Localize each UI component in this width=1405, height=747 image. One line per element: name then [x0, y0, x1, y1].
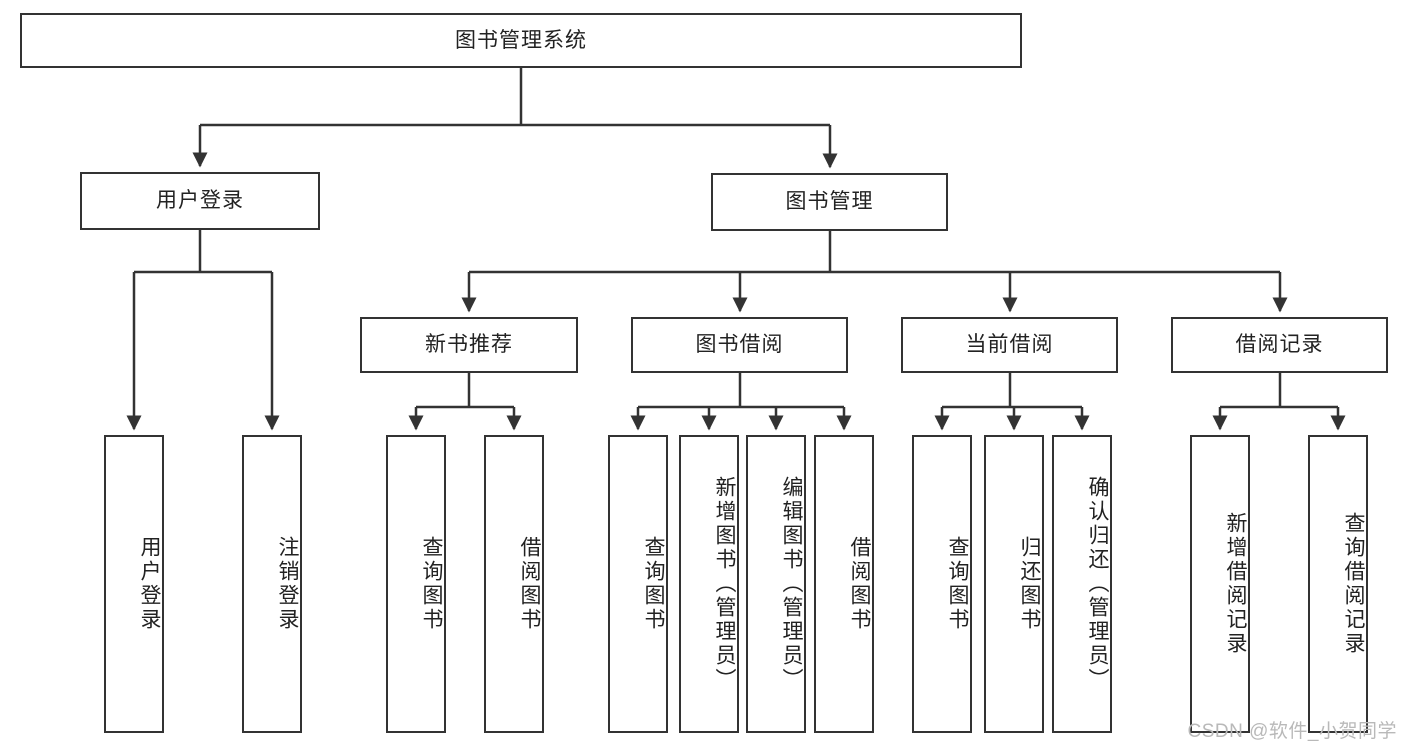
node-label: 新增图书（管理员）	[713, 476, 736, 692]
node-label: 查询借阅记录	[1342, 512, 1365, 656]
node-label: 用户登录	[138, 536, 161, 632]
node-label: 当前借阅	[965, 333, 1054, 357]
node-label: 编辑图书（管理员）	[780, 476, 803, 692]
level2-node-book-manage[interactable]: 图书管理	[711, 173, 948, 231]
node-label: 新书推荐	[425, 333, 513, 357]
node-label: 用户登录	[156, 189, 244, 213]
level3-node-current-borrow[interactable]: 当前借阅	[901, 317, 1118, 373]
level3-node-borrow-record[interactable]: 借阅记录	[1171, 317, 1388, 373]
node-label: 确认归还（管理员）	[1086, 476, 1109, 692]
leaf-node-leaf-query-record[interactable]: 查询借阅记录	[1308, 435, 1368, 733]
node-label: 图书借阅	[695, 333, 784, 357]
leaf-node-leaf-borrow-book-1[interactable]: 借阅图书	[484, 435, 544, 733]
leaf-node-leaf-add-book[interactable]: 新增图书（管理员）	[679, 435, 739, 733]
leaf-node-leaf-query-book-3[interactable]: 查询图书	[912, 435, 972, 733]
leaf-node-leaf-borrow-book-2[interactable]: 借阅图书	[814, 435, 874, 733]
leaf-node-leaf-query-book-2[interactable]: 查询图书	[608, 435, 668, 733]
leaf-node-leaf-add-record[interactable]: 新增借阅记录	[1190, 435, 1250, 733]
node-label: 借阅记录	[1235, 333, 1324, 357]
node-label: 查询图书	[420, 536, 443, 632]
csdn-watermark: CSDN @软件_小贺同学	[1187, 721, 1397, 742]
leaf-node-leaf-return-book[interactable]: 归还图书	[984, 435, 1044, 733]
level3-node-book-borrow[interactable]: 图书借阅	[631, 317, 848, 373]
node-label: 查询图书	[642, 536, 665, 632]
leaf-node-leaf-user-login[interactable]: 用户登录	[104, 435, 164, 733]
node-label: 图书管理系统	[455, 28, 587, 52]
root-node-root[interactable]: 图书管理系统	[20, 13, 1022, 68]
node-label: 图书管理	[785, 190, 874, 214]
leaf-node-leaf-confirm-return[interactable]: 确认归还（管理员）	[1052, 435, 1112, 733]
leaf-node-leaf-query-book-1[interactable]: 查询图书	[386, 435, 446, 733]
leaf-node-leaf-logout[interactable]: 注销登录	[242, 435, 302, 733]
leaf-node-leaf-edit-book[interactable]: 编辑图书（管理员）	[746, 435, 806, 733]
node-label: 借阅图书	[518, 536, 541, 632]
level3-node-new-book-rec[interactable]: 新书推荐	[360, 317, 578, 373]
node-label: 查询图书	[946, 536, 969, 632]
node-label: 借阅图书	[848, 536, 871, 632]
level2-node-user-login[interactable]: 用户登录	[80, 172, 320, 230]
node-label: 新增借阅记录	[1224, 512, 1247, 656]
node-label: 注销登录	[276, 536, 299, 632]
node-label: 归还图书	[1018, 536, 1041, 632]
